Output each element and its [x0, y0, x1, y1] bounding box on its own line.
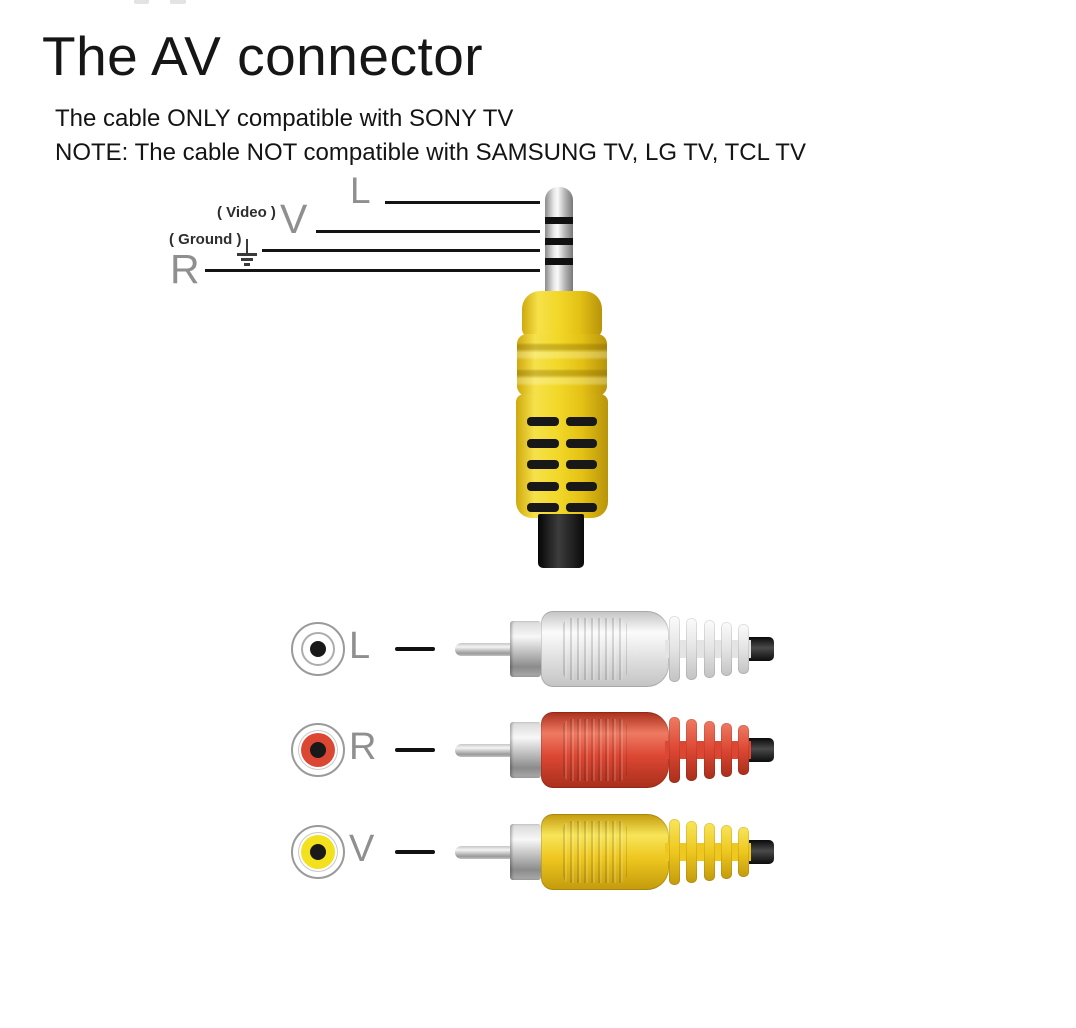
rca-strain-relief: [665, 616, 751, 682]
rca-socket-icon-red: [291, 723, 345, 777]
signal-line-l: [385, 201, 540, 204]
pin-label-r: R: [170, 246, 200, 292]
signal-line-r: [205, 269, 540, 272]
rca-barrel: [510, 621, 541, 677]
jack-housing-collar: [517, 334, 607, 396]
rca-strain-relief: [665, 819, 751, 885]
rca-pin: [455, 643, 513, 656]
pin-label-v: V: [280, 196, 308, 242]
rca-row-right: R: [0, 697, 1076, 807]
rca-socket-icon-yellow: [291, 825, 345, 879]
rca-plug-body-white: [541, 611, 669, 687]
rca-cable: [747, 738, 774, 762]
rca-pin: [455, 846, 513, 859]
pin-label-l: L: [350, 170, 371, 211]
compatibility-line-1: The cable ONLY compatible with SONY TV: [55, 105, 514, 132]
jack-cable: [538, 514, 584, 568]
rca-pin: [455, 744, 513, 757]
rca-plug-body-red: [541, 712, 669, 788]
rca-socket-icon-white: [291, 622, 345, 676]
annotation-video: ( Video ): [217, 204, 276, 221]
rca-plug-body-yellow: [541, 814, 669, 890]
trrs-insulator-ring: [545, 238, 573, 245]
rca-label-l: L: [349, 625, 371, 667]
crop-artifact: [134, 0, 149, 4]
rca-cable: [747, 637, 774, 661]
rca-barrel: [510, 824, 541, 880]
annotation-ground: ( Ground ): [169, 231, 242, 248]
rca-cable: [747, 840, 774, 864]
rca-strain-relief: [665, 717, 751, 783]
jack-housing-body: [516, 394, 608, 518]
page-title: The AV connector: [42, 25, 484, 87]
rca-barrel: [510, 722, 541, 778]
jack-housing-vents: [527, 417, 597, 512]
connector-dash: [395, 850, 435, 854]
compatibility-note: The cable ONLY compatible with SONY TV N…: [55, 102, 806, 170]
connector-dash: [395, 748, 435, 752]
trrs-plug-shaft: [545, 187, 573, 293]
crop-artifact: [170, 0, 186, 4]
connector-dash: [395, 647, 435, 651]
jack-housing-cap: [522, 291, 602, 337]
earth-ground-icon: [236, 239, 258, 266]
rca-label-r: R: [349, 726, 377, 768]
trrs-insulator-ring: [545, 217, 573, 224]
signal-line-ground: [262, 249, 540, 252]
compatibility-line-2: NOTE: The cable NOT compatible with SAMS…: [55, 139, 806, 166]
rca-row-left: L: [0, 596, 1076, 706]
rca-label-v: V: [349, 828, 375, 870]
signal-line-v: [316, 230, 540, 233]
rca-row-video: V: [0, 799, 1076, 909]
trrs-insulator-ring: [545, 258, 573, 265]
